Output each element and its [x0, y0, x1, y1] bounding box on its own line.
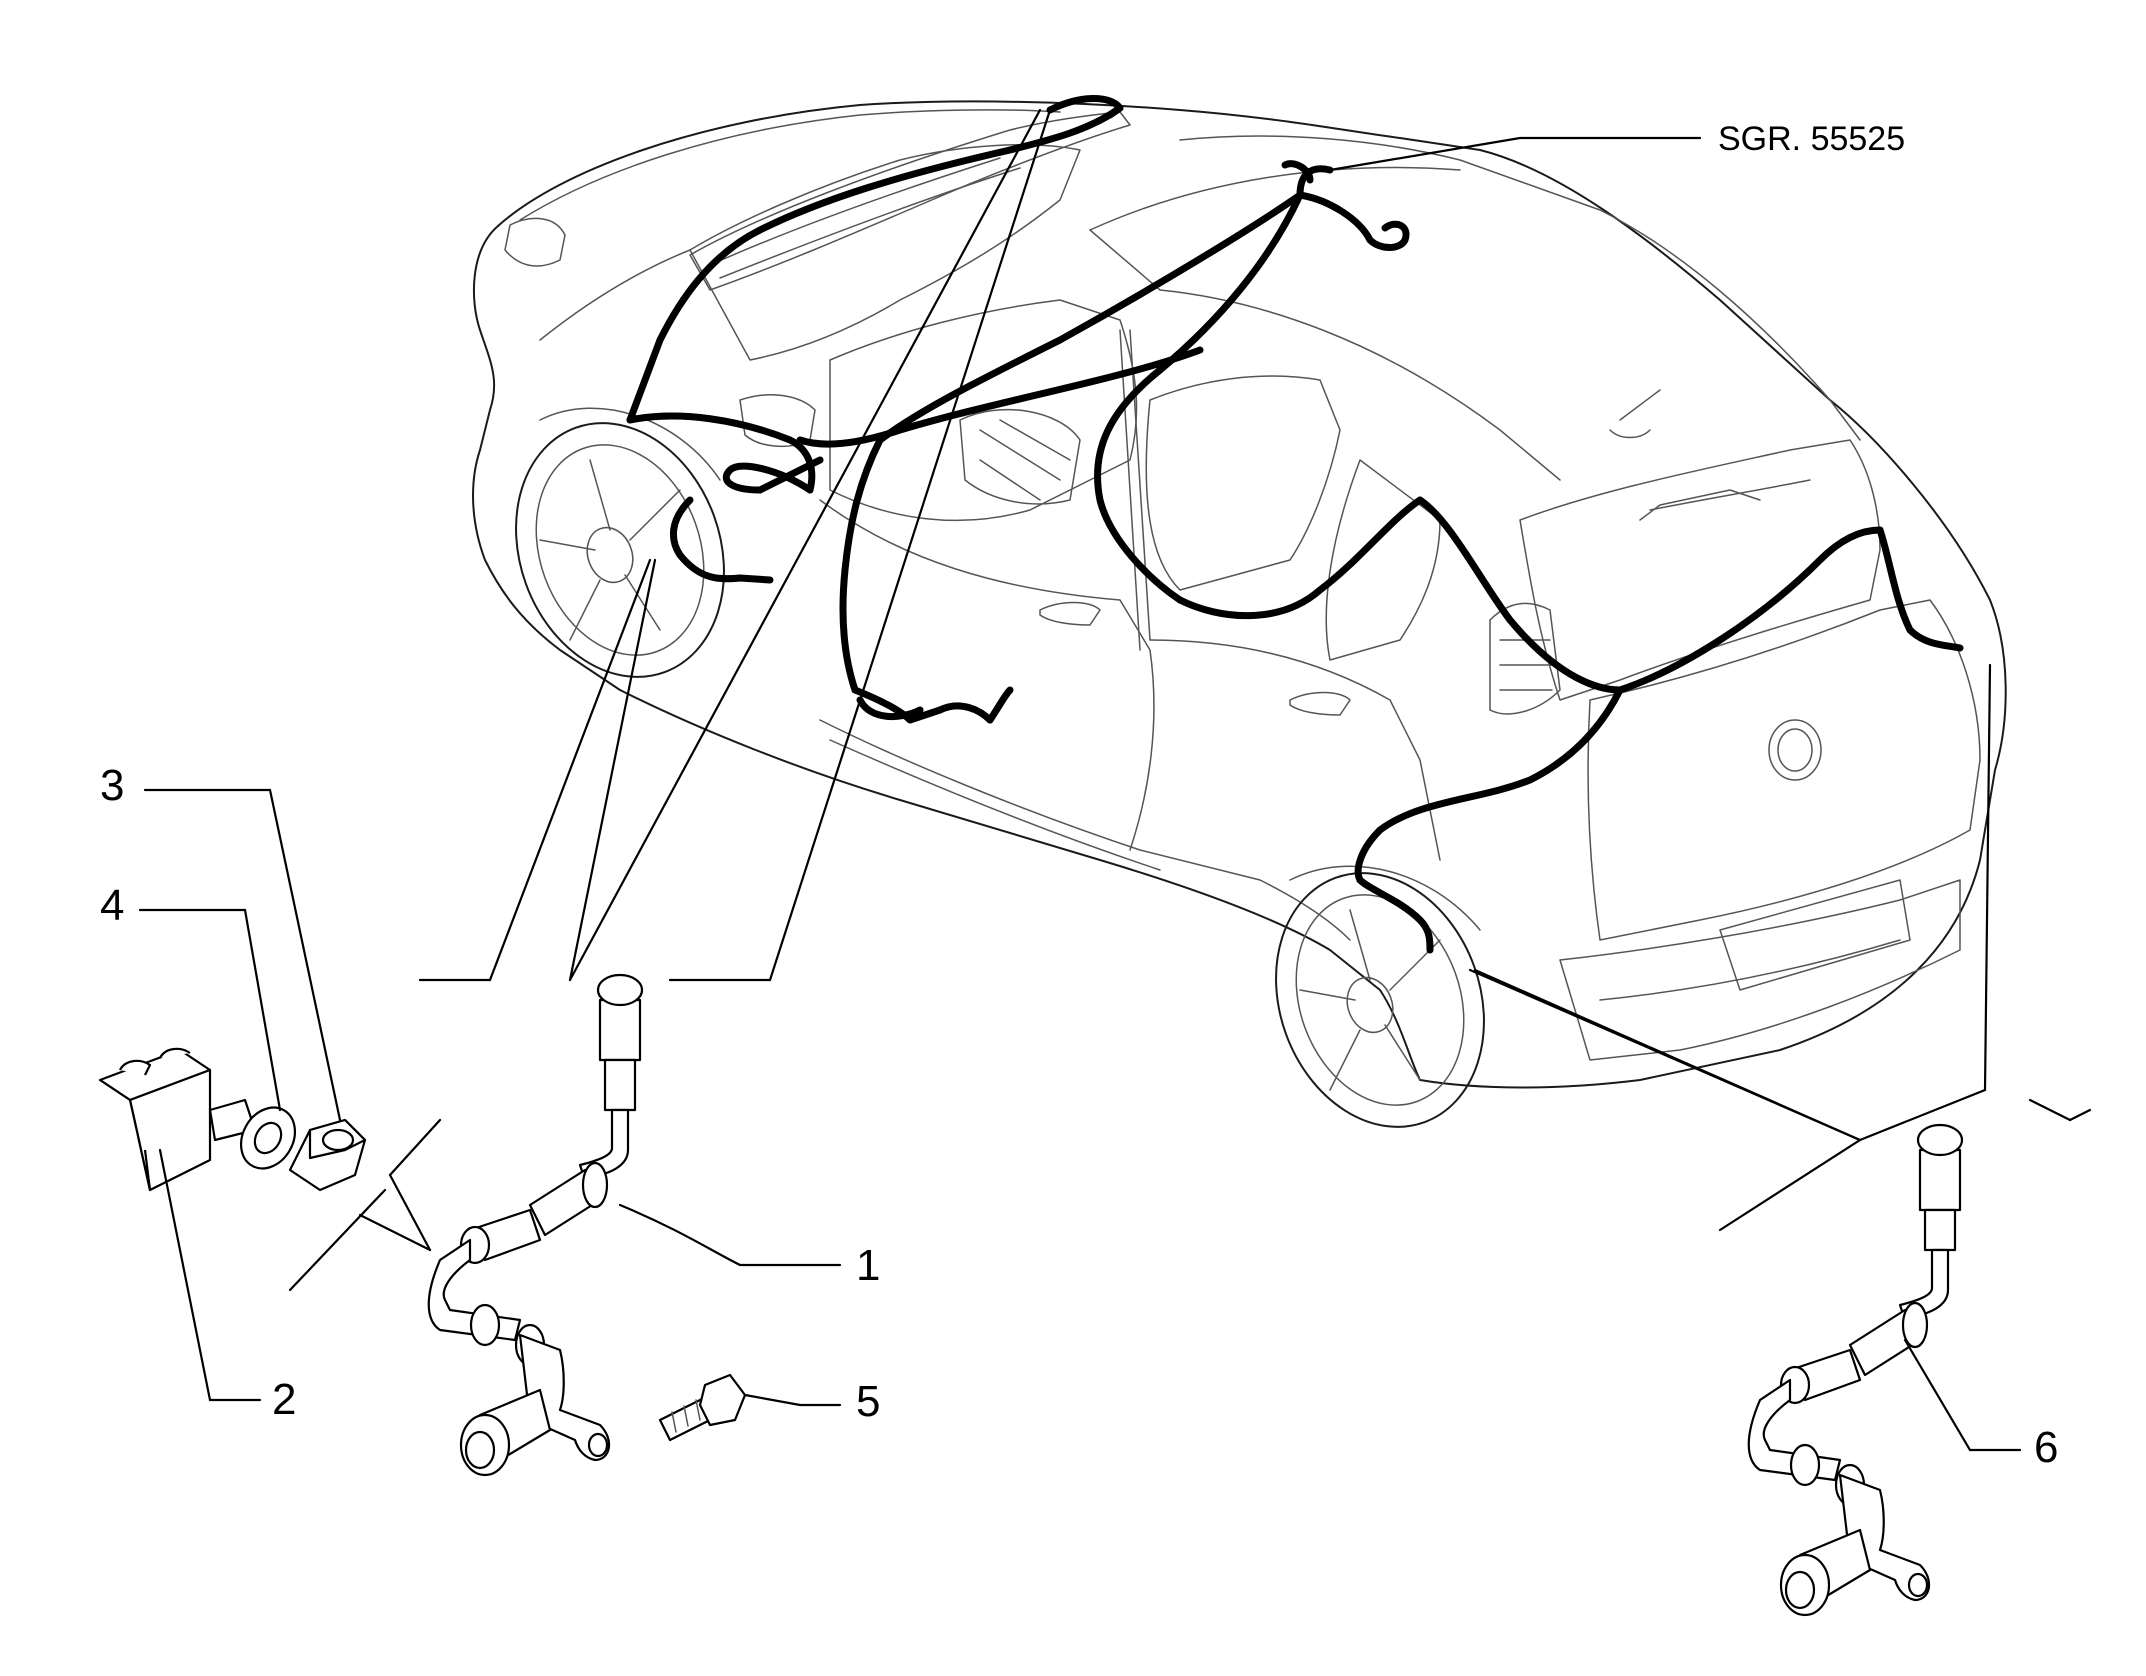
callout-1: 1	[856, 1241, 880, 1290]
car-outline	[472, 100, 2007, 1128]
nut-part-3	[288, 1118, 367, 1192]
leader-lines	[288, 108, 2092, 1292]
callout-2: 2	[272, 1375, 296, 1424]
reference-label: SGR. 55525	[1718, 120, 1905, 158]
callout-5: 5	[856, 1377, 880, 1426]
callout-6: 6	[2034, 1423, 2058, 1472]
callout-4: 4	[100, 881, 124, 930]
front-sensor-part-1	[427, 973, 644, 1477]
front-wheel	[515, 407, 725, 678]
bracket-part-2	[98, 1047, 257, 1192]
washer-part-4	[239, 1106, 297, 1170]
bolt-part-5	[658, 1373, 747, 1442]
callout-3: 3	[100, 761, 124, 810]
rear-wheel	[1275, 865, 1485, 1128]
callout-leaders	[138, 788, 2022, 1452]
rear-sensor-part-6	[1747, 1123, 1964, 1617]
wiring-harness	[626, 95, 1964, 954]
